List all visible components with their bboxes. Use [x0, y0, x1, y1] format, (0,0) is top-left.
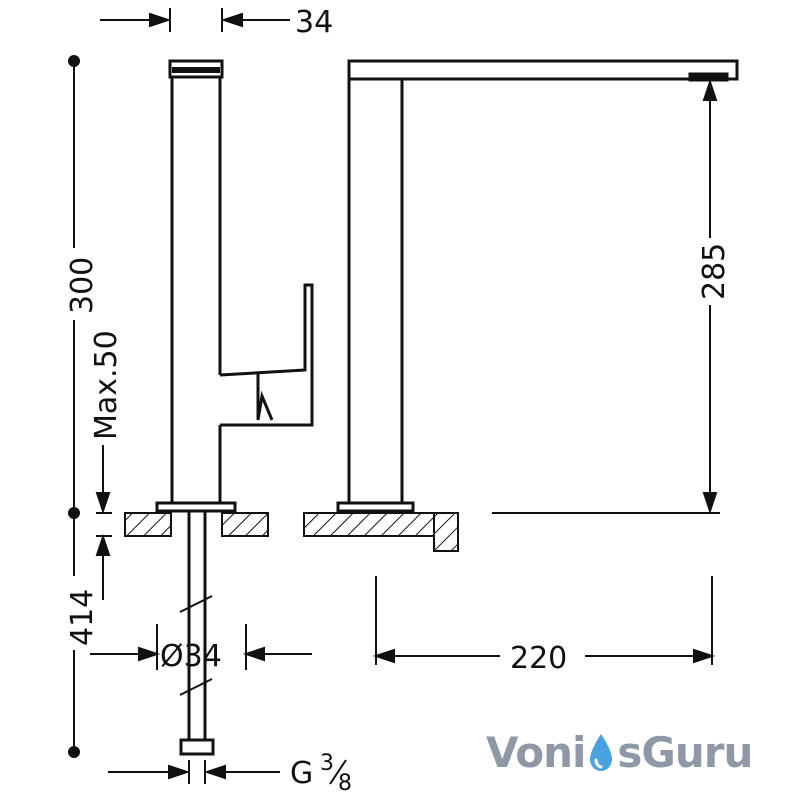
dim-below-deck: 414 [65, 589, 100, 646]
water-drop-icon [590, 734, 613, 771]
countertop-section [124, 512, 720, 552]
dim-connection-fraction-den: 8 [338, 771, 352, 796]
dim-spout-height: 285 [697, 243, 732, 300]
dim-deck-thickness: Max.50 [89, 330, 124, 440]
side-view-supply-pipe [179, 511, 215, 756]
dimension-lines [68, 8, 718, 784]
brand-name-part2: s [617, 727, 642, 777]
fraction-bar [329, 759, 347, 785]
brand-name-part1: Voni [486, 727, 586, 777]
dim-connection: G [290, 756, 313, 791]
side-view-lever [219, 283, 314, 427]
side-view-body [168, 59, 224, 503]
side-view-base-plate [155, 501, 237, 513]
brand-logo: Voni s Guru [486, 722, 753, 782]
dim-connection-fraction-num: 3 [320, 751, 334, 776]
dim-reach: 220 [510, 641, 567, 676]
front-view-body [336, 59, 739, 513]
brand-name-part3: Guru [641, 727, 753, 777]
dim-total-height: 300 [65, 257, 100, 314]
dim-hole-diameter: Ø34 [160, 639, 222, 674]
dim-spout-width: 34 [295, 5, 333, 40]
